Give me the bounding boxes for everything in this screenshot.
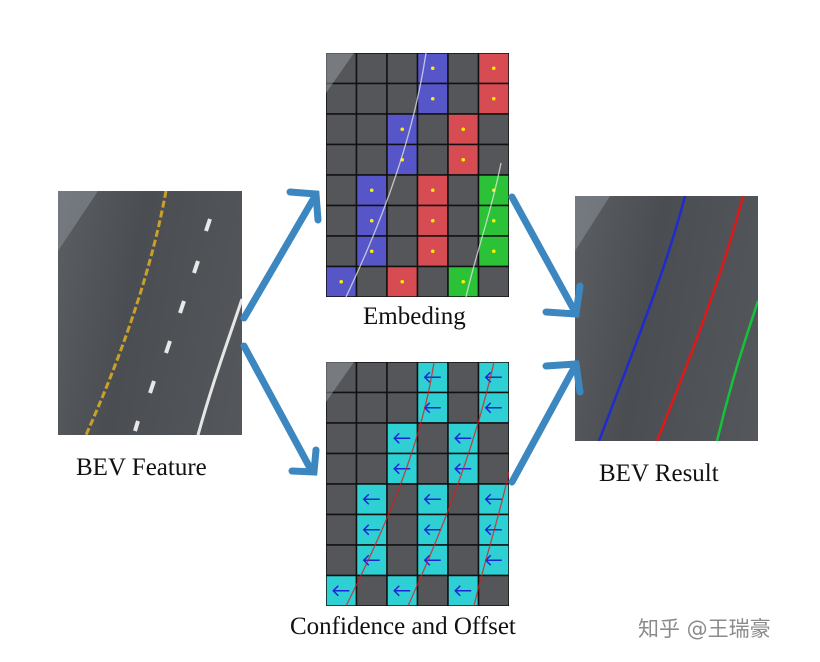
offset-arrow-icon — [423, 493, 441, 505]
bev-result-image — [575, 196, 758, 441]
embedding-dot — [400, 127, 405, 132]
embedding-label: Embeding — [363, 303, 466, 330]
bev-feature-image — [58, 191, 242, 435]
bev-result-label: BEV Result — [599, 460, 719, 487]
arrow-head-1 — [286, 188, 322, 224]
arrow-head-4 — [542, 360, 584, 396]
offset-arrow-icon — [484, 493, 502, 505]
embedding-dot — [430, 188, 435, 193]
arrow-confidence-to-result — [508, 364, 578, 486]
embedding-dot — [369, 249, 374, 254]
embedding-dot — [430, 249, 435, 254]
embedding-grid — [326, 53, 509, 297]
embedding-cell — [326, 235, 358, 268]
confidence-cell — [326, 391, 358, 424]
lane-trace — [473, 471, 509, 606]
confidence-cell — [386, 544, 419, 577]
embedding-dot — [339, 279, 344, 284]
embedding-dot — [400, 279, 405, 284]
arrow-feature-to-confidence — [240, 342, 314, 472]
confidence-offset-grid — [326, 362, 509, 606]
confidence-cell — [386, 483, 419, 516]
embedding-cell — [416, 113, 449, 146]
embedding-cell — [386, 82, 419, 115]
embedding-dot — [430, 96, 435, 101]
offset-arrow-icon — [454, 585, 472, 597]
embedding-dot — [430, 66, 435, 71]
lane-trace — [345, 362, 435, 606]
embedding-cell — [447, 53, 480, 85]
embedding-dot — [461, 157, 466, 162]
road-edge — [326, 362, 354, 402]
arrow-head-2 — [288, 446, 320, 476]
confidence-cell — [477, 422, 509, 455]
confidence-cell — [447, 362, 480, 394]
watermark: 知乎 @王瑞豪 — [638, 617, 771, 641]
embedding-cell — [355, 204, 388, 237]
confidence-cell — [447, 513, 480, 546]
embedding-dot — [369, 218, 374, 223]
embedding-dot — [491, 96, 496, 101]
lane-trace — [345, 53, 427, 297]
embedding-dot — [491, 66, 496, 71]
arrow-head-3 — [542, 282, 584, 318]
confidence-cell — [477, 574, 509, 606]
confidence-offset-label: Confidence and Offset — [290, 613, 516, 640]
embedding-dot — [491, 218, 496, 223]
offset-arrow-icon — [393, 585, 411, 597]
confidence-cell — [416, 422, 449, 455]
confidence-cell — [355, 391, 388, 424]
lane-trace — [465, 162, 502, 297]
offset-arrow-icon — [423, 371, 441, 383]
confidence-cell — [355, 574, 388, 606]
offset-arrow-icon — [362, 493, 380, 505]
offset-arrow-icon — [393, 463, 411, 475]
embedding-dot — [430, 218, 435, 223]
embedding-cell — [355, 113, 388, 146]
offset-arrow-icon — [454, 432, 472, 444]
offset-arrow-icon — [332, 585, 350, 597]
arrow-embedding-to-result — [508, 193, 578, 314]
embedding-cell — [477, 265, 509, 297]
embedding-dot — [461, 279, 466, 284]
embedding-dot — [369, 188, 374, 193]
embedding-cell — [447, 235, 480, 268]
arrow-feature-to-embedding — [240, 194, 318, 322]
offset-arrow-icon — [423, 524, 441, 536]
road-edge — [326, 53, 354, 93]
embedding-dot — [491, 249, 496, 254]
embedding-cell — [416, 265, 449, 297]
offset-arrow-icon — [362, 524, 380, 536]
offset-arrow-icon — [393, 432, 411, 444]
offset-arrow-icon — [484, 402, 502, 414]
confidence-cell — [326, 422, 358, 455]
bev-feature-label: BEV Feature — [76, 454, 207, 481]
embedding-dot — [461, 127, 466, 132]
lane-trace — [407, 362, 495, 606]
